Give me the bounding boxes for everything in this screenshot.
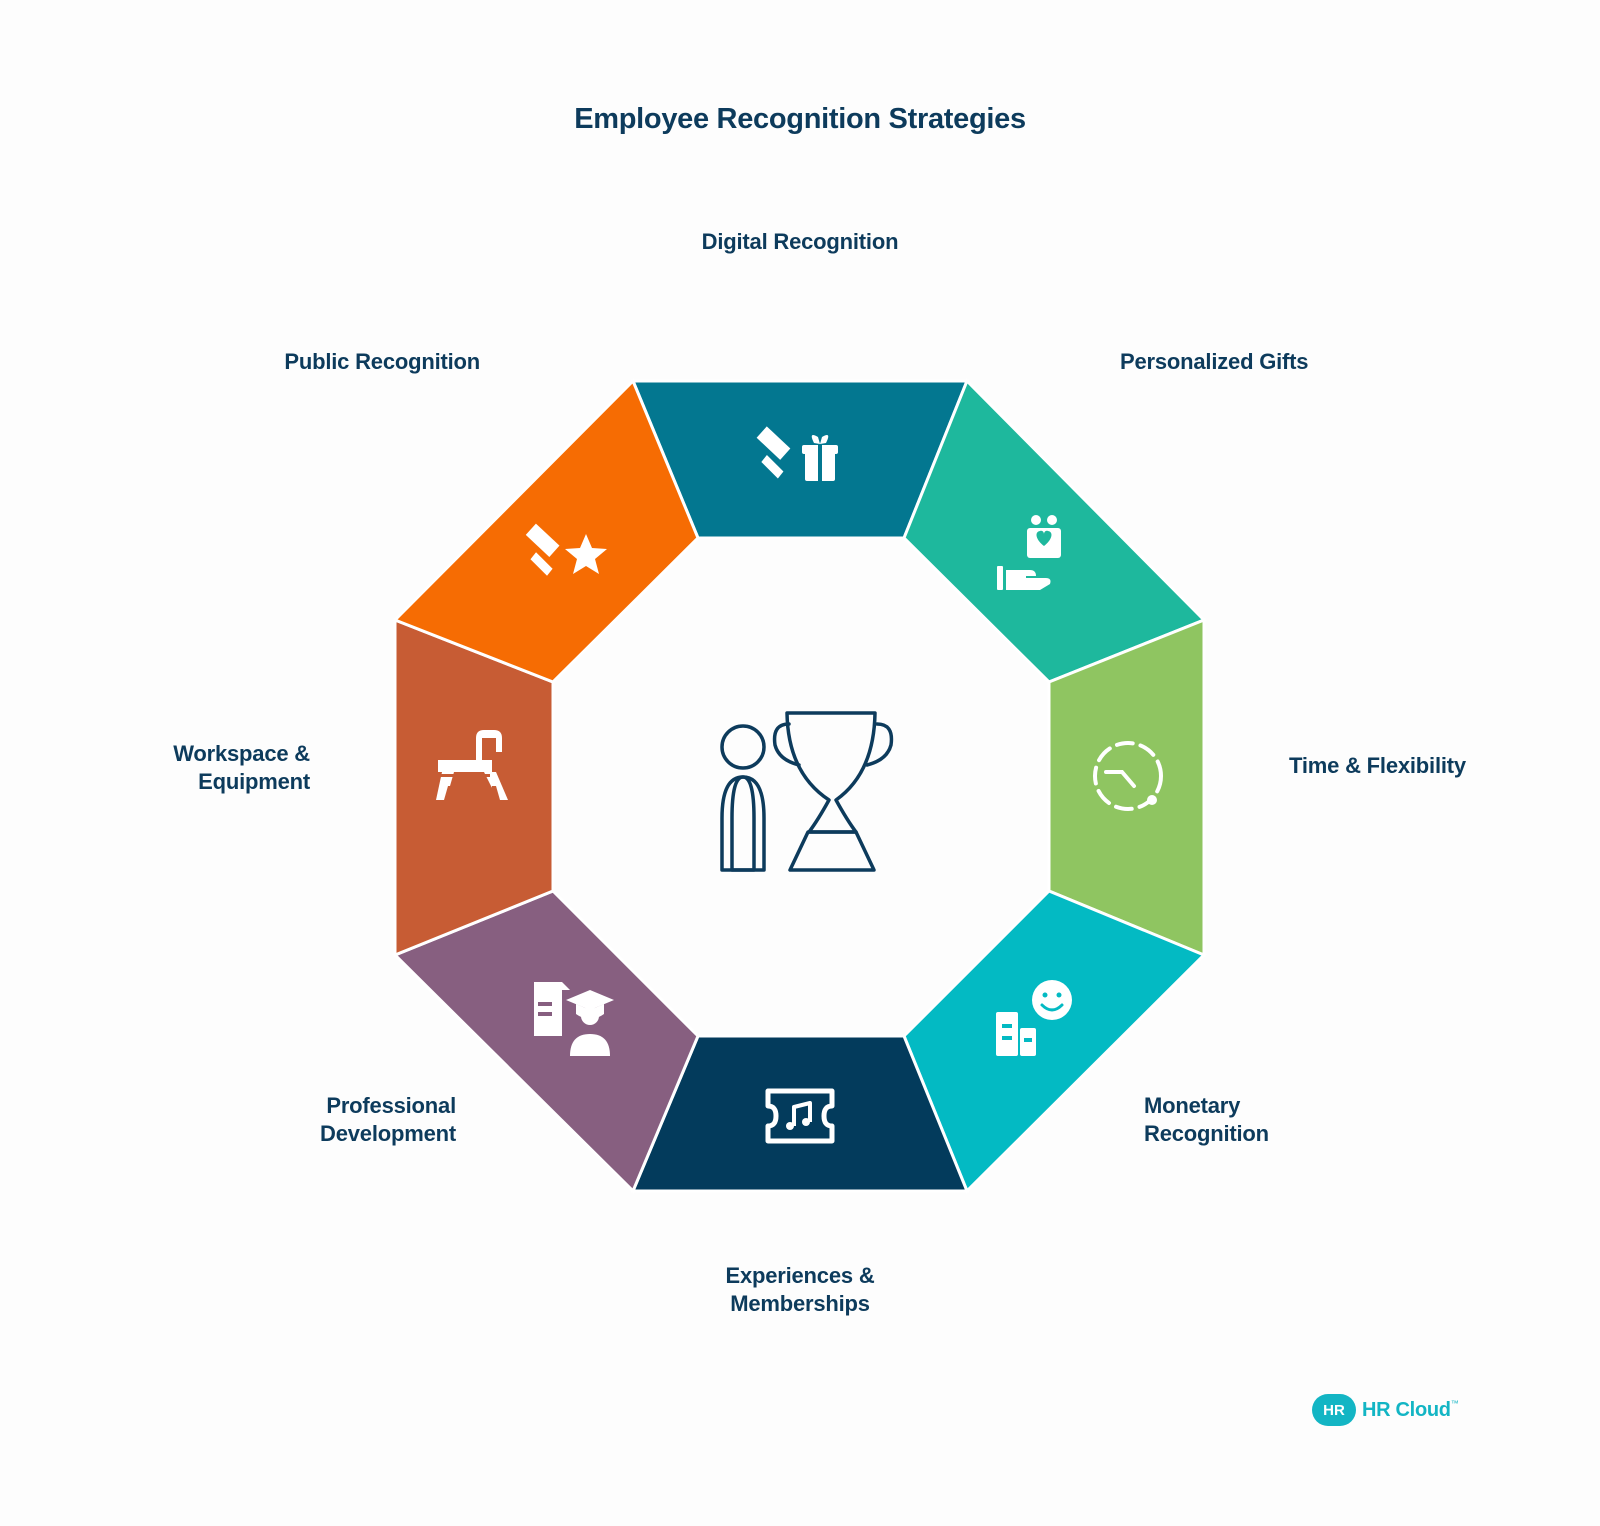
label-experiences-memberships: Experiences & Memberships xyxy=(725,1263,875,1316)
segment-public-recognition xyxy=(392,378,700,684)
brand-logo: HR HR Cloud™ xyxy=(1312,1393,1459,1427)
brand-tm: ™ xyxy=(1450,1398,1459,1408)
label-time-flexibility: Time & Flexibility xyxy=(1289,753,1466,778)
diagram-title: Employee Recognition Strategies xyxy=(574,103,1026,135)
label-public-recognition: Public Recognition xyxy=(284,349,480,374)
label-personalized-gifts: Personalized Gifts xyxy=(1120,349,1309,374)
person-trophy-icon xyxy=(720,711,894,872)
hand-gift-icon xyxy=(997,515,1061,590)
bills-smile-icon xyxy=(996,980,1072,1056)
brand-badge: HR xyxy=(1312,1394,1356,1426)
label-professional-development: Professional Development xyxy=(320,1093,456,1146)
brand-name: HR Cloud xyxy=(1362,1398,1451,1421)
label-workspace-equipment: Workspace & Equipment xyxy=(173,741,310,794)
desk-lamp-icon xyxy=(436,730,508,800)
clock-icon xyxy=(1093,741,1163,811)
ticket-music-icon xyxy=(765,1088,835,1144)
certificate-graduate-icon xyxy=(534,982,614,1056)
phone-gift-icon xyxy=(756,426,838,481)
brand-wordmark: HR Cloud™ xyxy=(1362,1399,1459,1422)
label-digital-recognition: Digital Recognition xyxy=(701,229,899,254)
label-monetary-recognition: Monetary Recognition xyxy=(1144,1093,1269,1146)
megaphone-star-icon xyxy=(525,523,607,576)
